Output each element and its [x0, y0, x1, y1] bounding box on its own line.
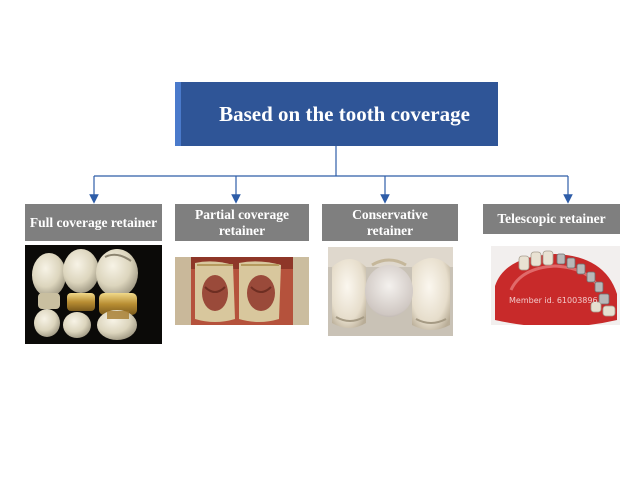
photo-watermark: Member id. 61003896: [509, 296, 598, 305]
child-node-label: Partial coverage retainer: [194, 206, 290, 238]
child-node-label: Full coverage retainer: [29, 214, 158, 230]
telescopic-denture-model-photo: Member id. 61003896: [491, 246, 620, 325]
root-node-accent: [175, 82, 181, 146]
child-node-conservative: Conservative retainer: [322, 204, 458, 241]
ceramic-bridge-photo: [328, 247, 453, 336]
child-node-partial-coverage: Partial coverage retainer: [175, 204, 309, 241]
child-node-label: Conservative retainer: [352, 206, 428, 238]
child-node-telescopic: Telescopic retainer: [483, 204, 620, 234]
root-node: Based on the tooth coverage: [175, 82, 498, 146]
child-node-label: Telescopic retainer: [497, 211, 606, 226]
root-node-label: Based on the tooth coverage: [219, 101, 470, 126]
partial-coverage-crown-photo: [175, 257, 309, 325]
child-node-full-coverage: Full coverage retainer: [25, 204, 162, 241]
dental-crown-bridge-photo: [25, 245, 162, 344]
